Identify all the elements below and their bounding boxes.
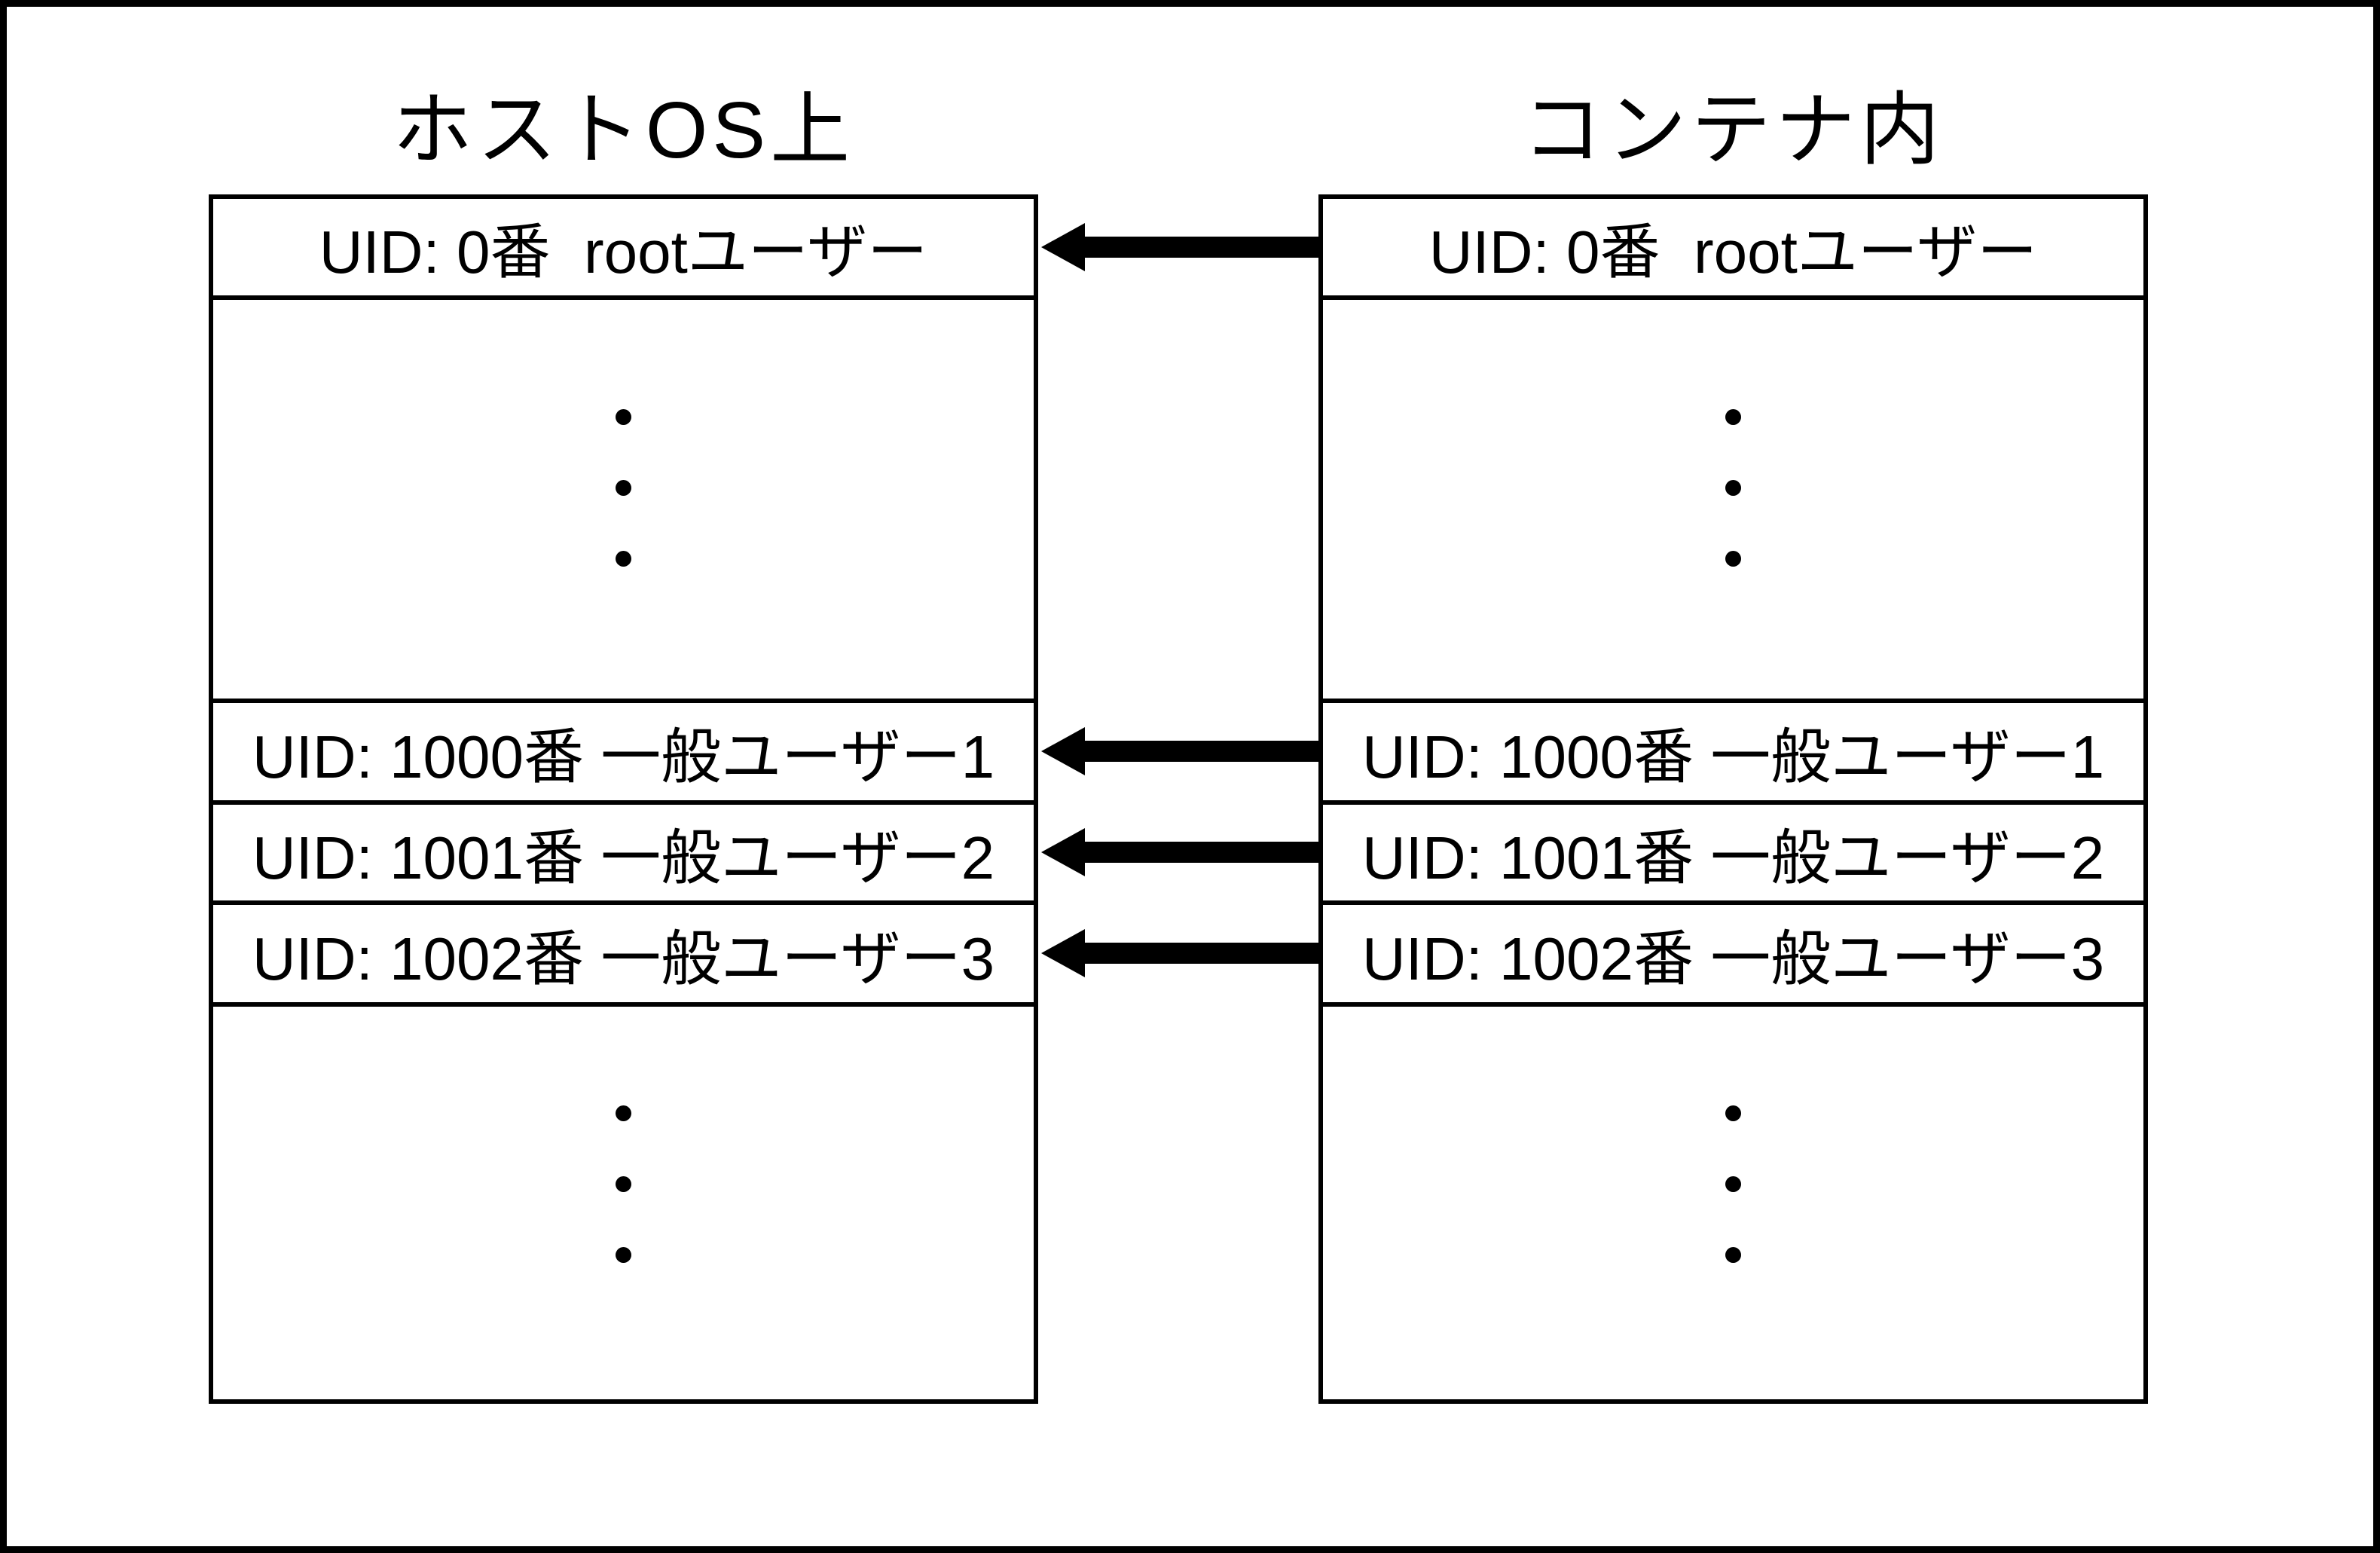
arrow-shaft: [1079, 943, 1318, 964]
container-ellipsis-bottom: [1323, 1007, 2143, 1395]
container-row-uid-1002: UID: 1002番 一般ユーザー3: [1323, 900, 2143, 1007]
mapping-arrow-uid-1001: [1041, 828, 1318, 876]
host-ellipsis-bottom: [213, 1007, 1034, 1395]
container-row-uid-1001: UID: 1001番 一般ユーザー2: [1323, 800, 2143, 900]
container-uid-box: UID: 0番 rootユーザー UID: 1000番 一般ユーザー1 UID:…: [1318, 194, 2148, 1404]
arrow-head-left-icon: [1041, 727, 1085, 775]
arrow-shaft: [1079, 741, 1318, 762]
arrow-shaft: [1079, 842, 1318, 863]
container-ellipsis-top: [1323, 304, 2143, 694]
mapping-arrow-uid-0: [1041, 223, 1318, 271]
container-row-uid-0: UID: 0番 rootユーザー: [1323, 199, 2143, 300]
host-ellipsis-top: [213, 304, 1034, 694]
ellipsis-dot: [616, 480, 631, 496]
arrow-head-left-icon: [1041, 828, 1085, 876]
container-column-title: コンテナ内: [1522, 86, 1945, 175]
arrow-head-left-icon: [1041, 929, 1085, 977]
mapping-arrow-uid-1002: [1041, 929, 1318, 977]
ellipsis-dot: [1725, 1246, 1741, 1263]
container-row-uid-1000: UID: 1000番 一般ユーザー1: [1323, 699, 2143, 800]
host-row-uid-1000: UID: 1000番 一般ユーザー1: [213, 699, 1034, 800]
host-row-uid-1001: UID: 1001番 一般ユーザー2: [213, 800, 1034, 900]
host-row-uid-1002: UID: 1002番 一般ユーザー3: [213, 900, 1034, 1007]
ellipsis-dot: [616, 1246, 631, 1263]
arrow-head-left-icon: [1041, 223, 1085, 271]
ellipsis-dot: [616, 409, 631, 425]
ellipsis-dot: [616, 551, 631, 567]
host-uid-box: UID: 0番 rootユーザー UID: 1000番 一般ユーザー1 UID:…: [209, 194, 1038, 1404]
ellipsis-dot: [1725, 551, 1741, 567]
ellipsis-dot: [1725, 480, 1741, 496]
ellipsis-dot: [1725, 409, 1741, 425]
ellipsis-dot: [616, 1175, 631, 1192]
mapping-arrow-uid-1000: [1041, 727, 1318, 775]
ellipsis-dot: [1725, 1105, 1741, 1121]
ellipsis-dot: [616, 1105, 631, 1121]
host-column-title: ホストOS上: [392, 86, 855, 175]
ellipsis-dot: [1725, 1175, 1741, 1192]
host-row-uid-0: UID: 0番 rootユーザー: [213, 199, 1034, 300]
arrow-shaft: [1079, 237, 1318, 258]
